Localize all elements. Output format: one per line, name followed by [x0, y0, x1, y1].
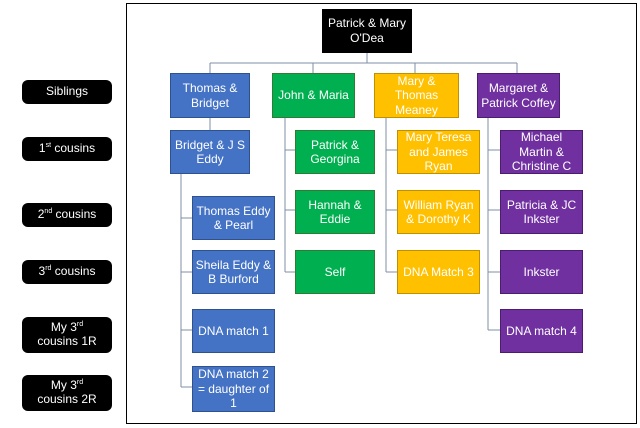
- node-self: Self: [295, 250, 375, 294]
- level-label-siblings-text: Siblings: [45, 84, 89, 99]
- node-text: Thomas Eddy & Pearl: [196, 203, 271, 232]
- level-2r-num: My 3: [50, 378, 77, 393]
- level-label-my-3rd-cousins-1r: My 3rd cousins 1R: [22, 317, 112, 353]
- node-dna-match-2: DNA match 2 = daughter of 1: [192, 366, 275, 412]
- node-margaret-patrick-coffey: Margaret & Patrick Coffey: [477, 73, 560, 118]
- node-text: William Ryan & Dorothy K: [403, 197, 474, 226]
- node-patrick-georgina: Patrick & Georgina: [295, 130, 375, 174]
- node-text: DNA match 1: [198, 323, 269, 338]
- level-1-sup: st: [45, 142, 52, 150]
- level-1-word: cousins: [51, 141, 96, 156]
- node-hannah-eddie: Hannah & Eddie: [295, 190, 375, 234]
- level-label-2r-text: My 3rd cousins 2R: [37, 378, 97, 407]
- level-1r-sup: rd: [76, 321, 84, 329]
- node-mary-thomas-meaney: Mary & Thomas Meaney: [374, 73, 459, 118]
- level-1-num: 1: [38, 141, 46, 156]
- level-2r-sup: rd: [76, 379, 84, 387]
- node-sheila-eddy-b-burford: Sheila Eddy & B Burford: [192, 250, 275, 294]
- level-label-1st-text: 1st cousins: [38, 141, 96, 156]
- level-3-word: cousins: [51, 264, 96, 279]
- node-text: Hannah & Eddie: [308, 197, 362, 226]
- level-label-3rd-text: 3rd cousins: [38, 264, 96, 279]
- level-3-num: 3: [38, 264, 46, 279]
- node-michael-martin-christine-c: Michael Martin & Christine C: [500, 130, 583, 174]
- node-patricia-jc-inkster: Patricia & JC Inkster: [500, 190, 583, 234]
- node-thomas-bridget: Thomas & Bridget: [170, 73, 250, 118]
- node-mary-teresa-james-ryan: Mary Teresa and James Ryan: [397, 130, 480, 174]
- level-2-word: cousins: [52, 207, 97, 222]
- node-text: Sheila Eddy & B Burford: [195, 257, 272, 286]
- level-label-1st-cousins: 1st cousins: [22, 137, 112, 161]
- node-john-maria: John & Maria: [272, 73, 355, 118]
- node-text: DNA Match 3: [403, 264, 474, 279]
- level-3-sup: rd: [45, 265, 52, 273]
- root-node-text: Patrick & Mary O'Dea: [327, 16, 406, 45]
- node-text: Mary & Thomas Meaney: [394, 73, 439, 117]
- node-william-ryan-dorothy-k: William Ryan & Dorothy K: [397, 190, 480, 234]
- level-2-num: 2: [37, 207, 45, 222]
- node-text: Self: [324, 264, 346, 279]
- level-label-3rd-cousins: 3rd cousins: [22, 260, 112, 284]
- node-inkster: Inkster: [500, 250, 583, 294]
- level-label-1r-text: My 3rd cousins 1R: [37, 320, 97, 349]
- node-dna-match-4: DNA match 4: [500, 309, 583, 353]
- root-node-patrick-mary-odea: Patrick & Mary O'Dea: [322, 9, 412, 53]
- node-text: Patricia & JC Inkster: [506, 197, 577, 226]
- node-text: DNA match 2 = daughter of 1: [197, 367, 270, 411]
- level-1r-word: cousins 1R: [37, 334, 97, 348]
- node-dna-match-3: DNA Match 3: [397, 250, 480, 294]
- level-2-sup: nd: [44, 208, 53, 216]
- node-text: Margaret & Patrick Coffey: [481, 81, 556, 110]
- level-label-2nd-text: 2nd cousins: [37, 207, 97, 222]
- diagram-frame: [126, 3, 637, 424]
- node-thomas-eddy-pearl: Thomas Eddy & Pearl: [192, 196, 275, 240]
- level-1r-num: My 3: [50, 320, 77, 335]
- level-label-my-3rd-cousins-2r: My 3rd cousins 2R: [22, 375, 112, 411]
- node-dna-match-1: DNA match 1: [192, 309, 275, 353]
- node-text: DNA match 4: [506, 323, 577, 338]
- level-label-2nd-cousins: 2nd cousins: [22, 203, 112, 227]
- node-text: Mary Teresa and James Ryan: [405, 130, 472, 174]
- node-text: Bridget & J S Eddy: [174, 137, 246, 166]
- level-2r-word: cousins 2R: [37, 392, 97, 406]
- node-text: John & Maria: [278, 88, 349, 103]
- node-text: Thomas & Bridget: [182, 81, 238, 110]
- level-label-siblings: Siblings: [22, 80, 112, 104]
- node-text: Michael Martin & Christine C: [511, 130, 572, 174]
- node-bridget-js-eddy: Bridget & J S Eddy: [170, 130, 250, 174]
- node-text: Inkster: [523, 264, 560, 279]
- node-text: Patrick & Georgina: [310, 137, 360, 166]
